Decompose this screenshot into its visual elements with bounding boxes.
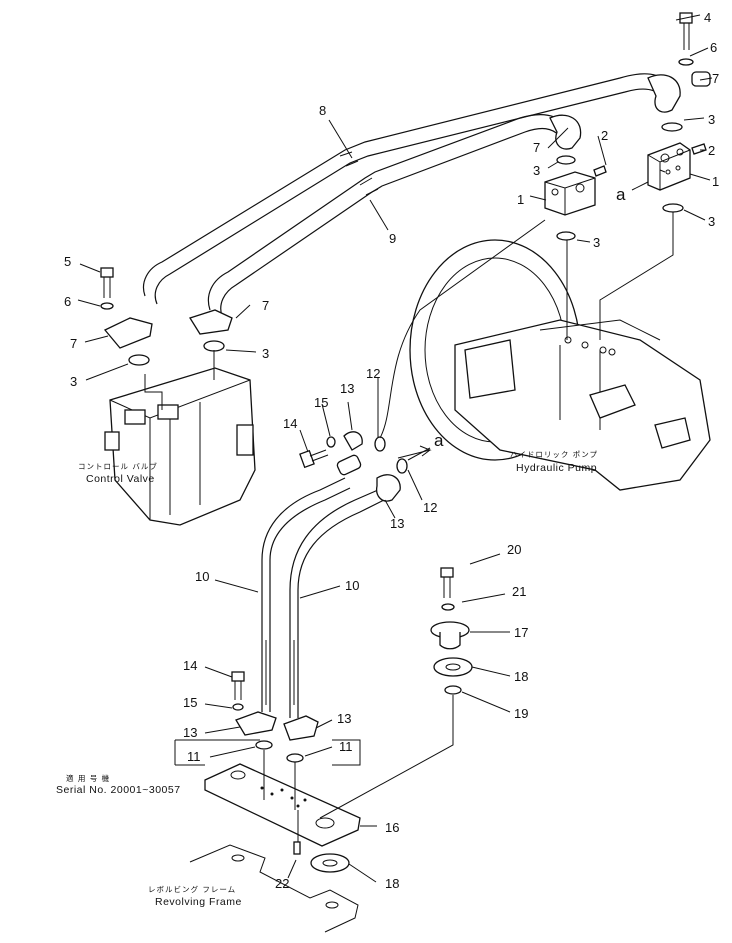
callout-5: 5 <box>64 254 71 269</box>
callout-12: 12 <box>423 500 437 515</box>
hose-10-right <box>289 474 401 718</box>
callout-17: 17 <box>514 625 528 640</box>
mount-assembly <box>310 567 473 873</box>
o-ring-12-lower <box>396 458 408 474</box>
callout-13: 13 <box>390 516 404 531</box>
hose-8 <box>142 73 666 305</box>
callout-7: 7 <box>70 336 77 351</box>
callout-11: 11 <box>187 749 201 764</box>
control-valve <box>104 367 256 526</box>
callout-7: 7 <box>712 71 719 86</box>
callout-8: 8 <box>319 103 326 118</box>
o-ring-11b <box>286 753 304 763</box>
control-valve-label-jp: コントロール バルブ <box>78 461 158 471</box>
callout-labels: 4 6 7 3 2 1 3 2 7 3 1 3 a 8 9 5 6 7 3 7 … <box>64 10 719 891</box>
callout-13: 13 <box>183 725 197 740</box>
callout-18: 18 <box>385 876 399 891</box>
callout-7: 7 <box>262 298 269 313</box>
hydraulic-pump-label-jp: ハイドロリック ポンプ <box>510 450 598 459</box>
bolt-4 <box>678 12 694 66</box>
callout-14: 14 <box>283 416 297 431</box>
callout-1: 1 <box>712 174 719 189</box>
serial-label-jp: 適 用 号 機 <box>66 773 110 783</box>
o-ring-3e <box>128 354 150 366</box>
callout-3: 3 <box>70 374 77 389</box>
elbow-7-top-right <box>647 71 711 113</box>
block-1-right <box>647 142 707 191</box>
callout-15: 15 <box>314 395 328 410</box>
callout-21: 21 <box>512 584 526 599</box>
callout-6: 6 <box>710 40 717 55</box>
callout-22: 22 <box>275 876 289 891</box>
plate-16 <box>204 763 361 847</box>
o-ring-3a <box>661 122 683 132</box>
callout-11: 11 <box>339 739 353 754</box>
elbow-7-top-mid <box>549 114 582 150</box>
hose-10-left <box>261 454 362 712</box>
callout-10: 10 <box>195 569 209 584</box>
hydraulic-pump-label: Hydraulic Pump <box>516 462 597 474</box>
revolving-frame-label: Revolving Frame <box>155 896 242 908</box>
callout-3: 3 <box>708 112 715 127</box>
callout-4: 4 <box>704 10 711 25</box>
o-ring-11a <box>255 740 273 750</box>
callout-12: 12 <box>366 366 380 381</box>
callout-2: 2 <box>708 143 715 158</box>
callout-1: 1 <box>517 192 524 207</box>
component-labels: コントロール バルブ Control Valve ハイドロリック ポンプ Hyd… <box>56 450 598 908</box>
o-ring-3b <box>556 155 576 165</box>
callout-15: 15 <box>183 695 197 710</box>
revolving-frame-label-jp: レボルビング フレーム <box>148 884 236 894</box>
callout-9: 9 <box>389 231 396 246</box>
callout-20: 20 <box>507 542 521 557</box>
callout-13: 13 <box>340 381 354 396</box>
callout-13: 13 <box>337 711 351 726</box>
callout-18: 18 <box>514 669 528 684</box>
callout-3: 3 <box>262 346 269 361</box>
o-ring-3c <box>662 203 684 213</box>
callout-3: 3 <box>708 214 715 229</box>
callout-16: 16 <box>385 820 399 835</box>
bolt-5 <box>100 267 114 310</box>
callout-3: 3 <box>593 235 600 250</box>
callout-3: 3 <box>533 163 540 178</box>
callout-6: 6 <box>64 294 71 309</box>
ref-a: a <box>434 431 444 450</box>
callout-7: 7 <box>533 140 540 155</box>
callout-2: 2 <box>601 128 608 143</box>
leader-lines <box>77 14 713 883</box>
revolving-frame <box>189 841 359 933</box>
hydraulic-pump <box>409 239 711 491</box>
callout-19: 19 <box>514 706 528 721</box>
callout-10: 10 <box>345 578 359 593</box>
callout-14: 14 <box>183 658 197 673</box>
flange-13-upper <box>299 431 363 469</box>
ref-a: a <box>616 185 626 204</box>
o-ring-3f <box>203 340 225 352</box>
serial-number-label: Serial No. 20001~30057 <box>56 784 181 796</box>
o-ring-12-upper <box>374 436 386 452</box>
block-1-left <box>544 165 607 216</box>
control-valve-label: Control Valve <box>86 473 155 485</box>
elbow-7-left <box>103 309 233 349</box>
flange-13-lower <box>231 671 319 741</box>
o-ring-3d <box>556 231 576 241</box>
